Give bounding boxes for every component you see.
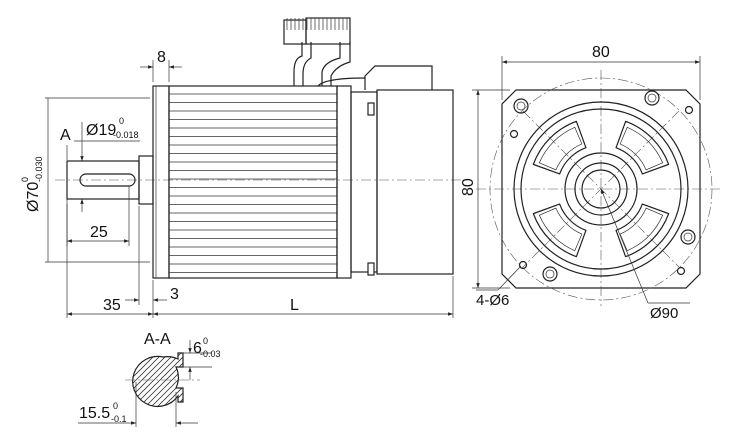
mount-hole [644,90,660,106]
window-slot [615,203,670,258]
side-view: 8 Ø70 0 -0.030 A Ø19 0 -0.018 25 3 [20,17,470,318]
connector-plug-2 [305,17,351,45]
dim-bolt-circle: Ø90 [650,305,678,322]
dim-key-width-tol-upper: 0 [203,336,208,346]
hatch-line [70,350,130,410]
hatch-line [196,350,256,410]
connector-teeth [286,18,348,30]
section-outline [132,352,184,408]
dim-key-width: 6 [193,340,202,357]
keyway [79,173,136,187]
hub-outer [564,152,638,226]
mount-hole-inner [516,101,526,111]
bc-leader [600,188,649,304]
dim-mount-holes: 4-Ø6 [476,292,509,309]
cable-1 [293,42,303,86]
dim-flange-thickness: 8 [157,49,166,66]
dim-pilot-dia-group: Ø70 0 -0.030 [20,156,44,212]
mount-hole-inner [683,232,693,242]
holes-leader [497,265,522,291]
finned-body [168,85,338,279]
window-slot-inner [619,126,664,171]
outer-ring-inner [520,108,682,270]
hatch-line [141,353,183,407]
dim-flange-height: 80 [460,178,477,196]
mount-hole-inner [647,93,657,103]
mount-hole [542,266,558,282]
dim-flange-height-group: 80 [460,178,477,196]
mounting-holes [509,90,696,282]
window-slot-inner [619,207,664,252]
window-slot [532,203,587,258]
end-view: 80 80 4-Ø6 Ø90 [460,44,720,322]
window-slot [615,120,670,175]
mount-hole-inner [545,269,555,279]
mount-hole [518,260,528,270]
dim-key-depth-tol-upper: 0 [113,401,118,411]
cable-3 [317,77,366,87]
dim-pilot-dia-tol-upper: 0 [20,177,30,182]
hatch-line [159,353,183,407]
cable-1b [302,42,312,86]
hatch-line [132,353,167,407]
front-flange [152,85,170,279]
mount-hole [684,105,694,115]
mount-hole [680,229,696,245]
dim-shaft-dia-tol-upper: 0 [119,116,124,126]
encoder-housing [376,89,454,275]
hatch-line [132,353,173,407]
hatch-line [202,350,262,410]
hatch-line [208,350,268,410]
section-title: A-A [144,331,171,348]
mount-hole [676,266,686,276]
dim-shaft-dia: Ø19 [86,122,116,139]
hatch-line [153,353,183,407]
dim-key-depth-tol-lower: -0.1 [111,414,127,424]
dim-shaft-length: 35 [103,297,121,314]
cable-2b [330,42,351,86]
window-slot-inner [538,126,583,171]
window-slot-inner [538,207,583,252]
hatch-line [171,353,183,407]
rear-flange [336,85,352,279]
dim-key-length: 25 [90,224,108,241]
dim-key-depth: 15.5 [79,405,110,422]
flange-outline [501,89,701,289]
dim-body-length: L [290,297,299,314]
hub-mid [574,162,628,216]
connector-bracket [364,65,433,90]
mount-hole [513,98,529,114]
window-slot [532,120,587,175]
rear-screw-top [367,102,375,116]
outer-ring [513,101,689,277]
rear-cover [350,91,378,273]
dim-key-width-tol-lower: -0.03 [200,349,221,359]
cable-2 [321,42,341,86]
cooling-fins [169,93,337,273]
dim-pilot-height: 3 [170,286,179,303]
hatch-line [132,353,161,407]
section-view: A-A 6 0 -0.03 15.5 0 -0.1 [70,331,268,427]
mount-hole [509,129,519,139]
hub-inner [581,169,621,209]
dim-pilot-dia: Ø70 [25,182,42,212]
datum-label: A [60,127,71,144]
dim-shaft-dia-tol-lower: -0.018 [113,130,139,140]
dim-pilot-dia-tol-lower: -0.030 [34,156,44,182]
rear-screw-bottom [367,262,375,276]
window-slots [532,120,670,258]
dim-flange-width: 80 [592,44,610,61]
